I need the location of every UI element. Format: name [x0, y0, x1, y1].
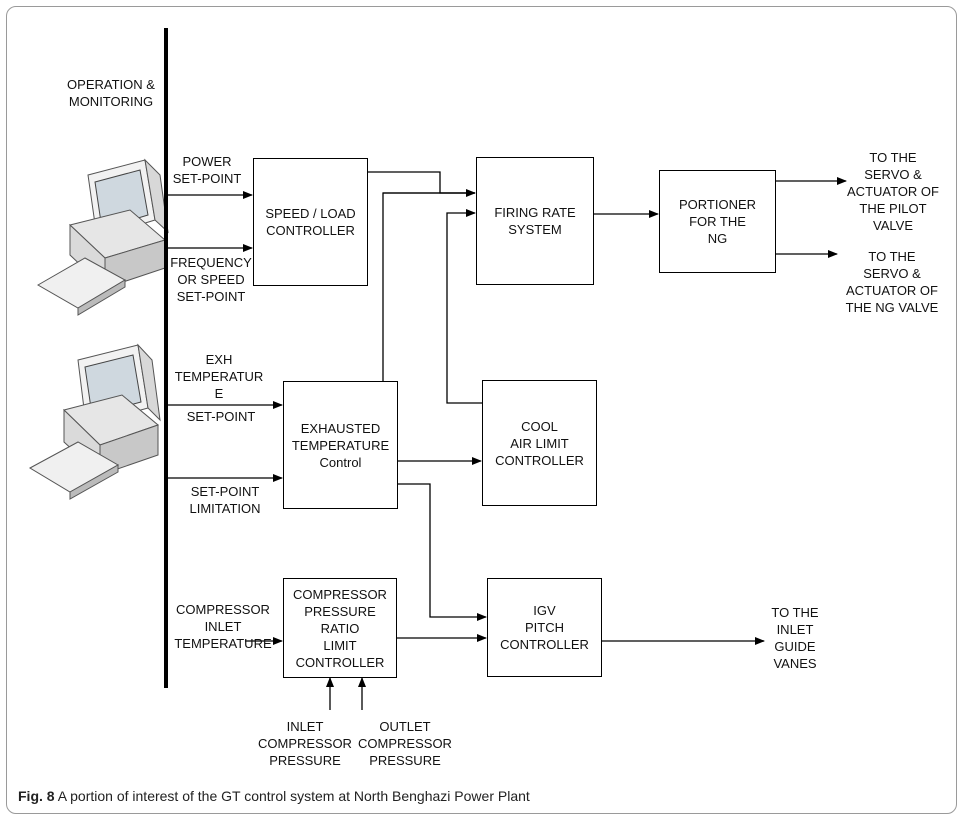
power-setpoint-label: POWER SET-POINT	[173, 153, 242, 187]
igv-pitch-controller-label: IGV PITCH CONTROLLER	[500, 602, 589, 653]
exhausted-temperature-control-block: EXHAUSTED TEMPERATURE Control	[283, 381, 398, 509]
portioner-block: PORTIONER FOR THE NG	[659, 170, 776, 273]
compressor-inlet-temp-label: COMPRESSOR INLET TEMPERATURE	[174, 601, 271, 652]
firing-rate-system-block: FIRING RATE SYSTEM	[476, 157, 594, 285]
portioner-label: PORTIONER FOR THE NG	[679, 196, 756, 247]
ng-valve-output-label: TO THE SERVO & ACTUATOR OF THE NG VALVE	[846, 248, 939, 316]
pilot-valve-output-label: TO THE SERVO & ACTUATOR OF THE PILOT VAL…	[847, 149, 939, 234]
outlet-compressor-pressure-label: OUTLET COMPRESSOR PRESSURE	[358, 718, 452, 769]
inlet-guide-vanes-output-label: TO THE INLET GUIDE VANES	[771, 604, 818, 672]
speed-load-controller-label: SPEED / LOAD CONTROLLER	[265, 205, 355, 239]
cool-air-limit-controller-label: COOL AIR LIMIT CONTROLLER	[495, 418, 584, 469]
operation-monitoring-label: OPERATION & MONITORING	[67, 76, 155, 110]
figure-caption: Fig. 8 A portion of interest of the GT c…	[18, 788, 530, 804]
inlet-compressor-pressure-label: INLET COMPRESSOR PRESSURE	[258, 718, 352, 769]
computer-icon	[30, 345, 160, 499]
compressor-pressure-ratio-label: COMPRESSOR PRESSURE RATIO LIMIT CONTROLL…	[293, 586, 387, 671]
speed-load-controller-block: SPEED / LOAD CONTROLLER	[253, 158, 368, 286]
compressor-pressure-ratio-block: COMPRESSOR PRESSURE RATIO LIMIT CONTROLL…	[283, 578, 397, 678]
setpoint-limitation-label: SET-POINT LIMITATION	[189, 483, 260, 517]
exhausted-temperature-control-label: EXHAUSTED TEMPERATURE Control	[292, 420, 389, 471]
exh-setpoint-label: SET-POINT	[187, 408, 256, 425]
cool-air-limit-controller-block: COOL AIR LIMIT CONTROLLER	[482, 380, 597, 506]
figure-number: Fig. 8	[18, 788, 55, 804]
figure-caption-text: A portion of interest of the GT control …	[58, 788, 530, 804]
igv-pitch-controller-block: IGV PITCH CONTROLLER	[487, 578, 602, 677]
computer-icon	[38, 160, 168, 315]
firing-rate-system-label: FIRING RATE SYSTEM	[494, 204, 575, 238]
exh-temperature-label: EXH TEMPERATUR E	[175, 351, 264, 402]
frequency-setpoint-label: FREQUENCY OR SPEED SET-POINT	[170, 254, 252, 305]
